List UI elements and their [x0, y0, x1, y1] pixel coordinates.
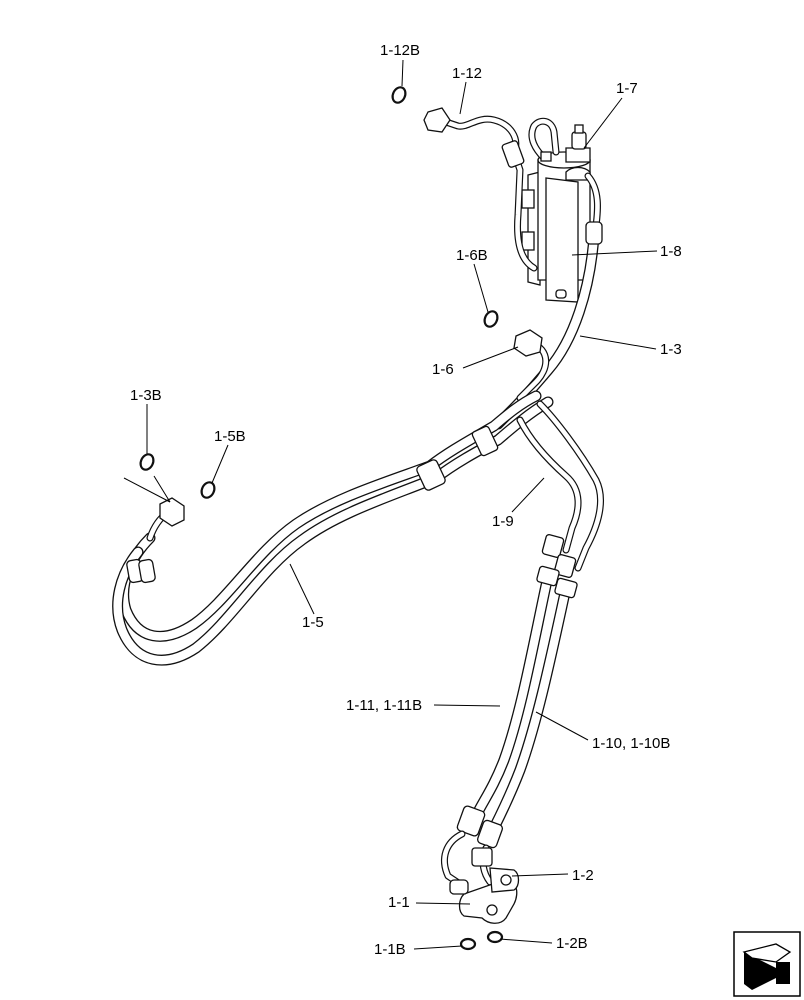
callout-1-5B: 1-5B [214, 428, 246, 445]
o-rings [139, 86, 504, 951]
callout-1-1: 1-1 [388, 894, 410, 911]
callout-1-6B: 1-6B [456, 247, 488, 264]
callout-1-7: 1-7 [616, 80, 638, 97]
next-page-arrow-icon[interactable] [733, 931, 801, 997]
hose-1-5 [112, 390, 554, 666]
manifold-fittings [441, 830, 520, 924]
callout-1-6: 1-6 [432, 361, 454, 378]
fitting-1-6 [513, 329, 550, 402]
callout-1-3B: 1-3B [130, 387, 162, 404]
callout-1-10: 1-10, 1-10B [592, 735, 670, 752]
callout-1-2: 1-2 [572, 867, 594, 884]
tube-1-12 [423, 107, 538, 272]
o-ring-1-5B [200, 481, 216, 499]
o-ring-1-6B [483, 310, 499, 328]
callout-1-5: 1-5 [302, 614, 324, 631]
callout-1-12: 1-12 [452, 65, 482, 82]
o-ring-1-1B [459, 937, 477, 951]
o-ring-1-3B [139, 453, 155, 471]
tube-1-9 [516, 400, 605, 578]
callout-1-11: 1-11, 1-11B [346, 697, 422, 714]
callout-1-2B: 1-2B [556, 935, 588, 952]
callout-labels: 1-12B 1-12 1-7 1-8 1-6B 1-3 1-6 1-3B 1-5… [130, 42, 682, 958]
o-ring-1-12B [391, 86, 407, 104]
callout-1-3: 1-3 [660, 341, 682, 358]
o-ring-1-2B [486, 930, 504, 944]
callout-1-1B: 1-1B [374, 941, 406, 958]
callout-1-8: 1-8 [660, 243, 682, 260]
callout-1-12B: 1-12B [380, 42, 420, 59]
callout-1-9: 1-9 [492, 513, 514, 530]
hoses-1-10-1-11 [456, 565, 578, 849]
leader-lines [123, 59, 658, 950]
receiver-drier [521, 117, 591, 303]
